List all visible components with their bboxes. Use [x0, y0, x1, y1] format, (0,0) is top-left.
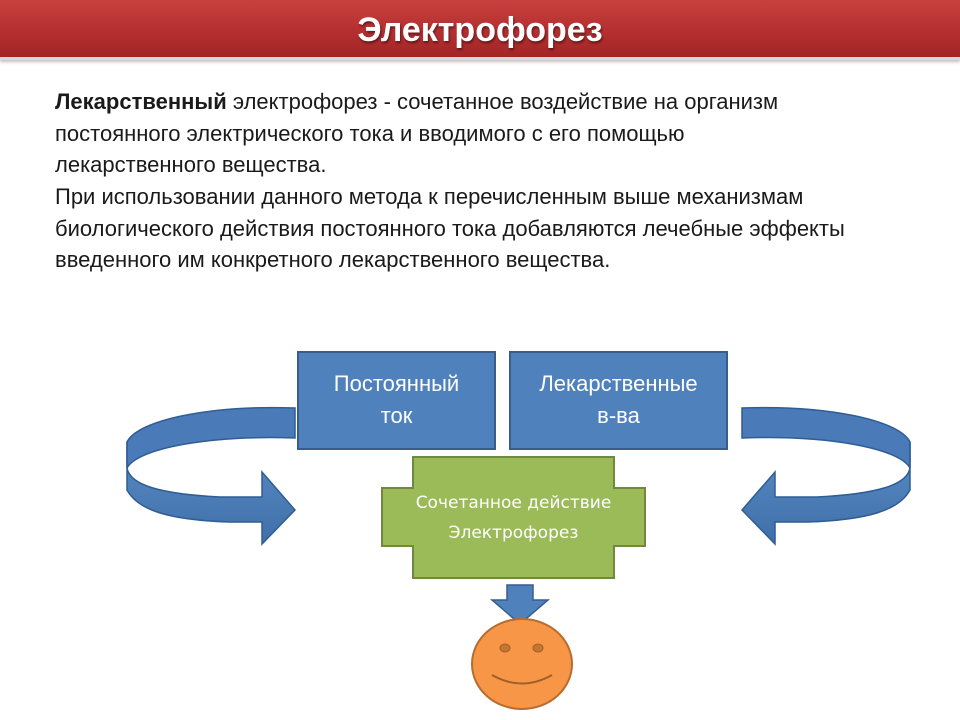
- definition-text: электрофорез - сочетанное воздействие на…: [55, 89, 779, 177]
- current-box-line1: Постоянный: [333, 371, 460, 396]
- smiley-icon: [471, 618, 573, 710]
- current-box-label: Постоянный ток: [298, 368, 495, 432]
- drugs-box: [509, 351, 728, 450]
- combined-action-line1: Сочетанное действие: [415, 493, 612, 513]
- definition-term: Лекарственный: [55, 89, 227, 114]
- left-curved-arrow: [126, 406, 297, 546]
- effects-paragraph: При использовании данного метода к переч…: [55, 184, 845, 272]
- drugs-box-label: Лекарственные в-ва: [510, 368, 727, 432]
- slide-title: Электрофорез: [357, 11, 603, 49]
- combined-action-label: Сочетанное действие Электрофорез: [382, 488, 645, 548]
- current-box: [297, 351, 496, 450]
- combined-action-shape: [381, 456, 646, 579]
- drugs-box-line2: в-ва: [597, 403, 640, 428]
- down-arrow-icon: [489, 584, 551, 625]
- combined-action-line2: Электрофорез: [448, 523, 579, 543]
- drugs-box-line1: Лекарственные: [539, 371, 698, 396]
- title-bar: [0, 0, 960, 60]
- definition-paragraph: Лекарственный электрофорез - сочетанное …: [55, 86, 845, 181]
- current-box-line2: ток: [380, 403, 413, 428]
- right-curved-arrow: [740, 406, 911, 546]
